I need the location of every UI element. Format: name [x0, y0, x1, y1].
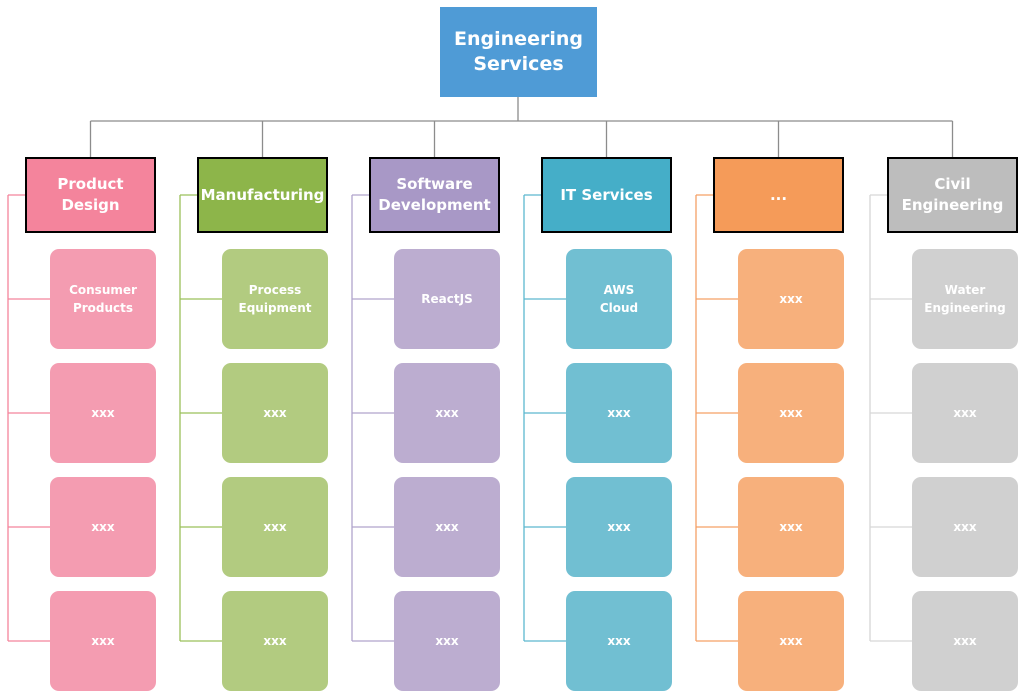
branch-software-development: Software Development [369, 157, 500, 233]
leaf-node: ReactJS [394, 249, 500, 349]
leaf-node: xxx [222, 591, 328, 691]
leaf-node: Process Equipment [222, 249, 328, 349]
branch-more: ... [713, 157, 844, 233]
leaf-node: xxx [566, 477, 672, 577]
branch-product-design: Product Design [25, 157, 156, 233]
leaf-node: xxx [222, 363, 328, 463]
leaf-node: xxx [50, 363, 156, 463]
leaf-node: xxx [50, 477, 156, 577]
leaf-node: xxx [738, 249, 844, 349]
leaf-node: xxx [738, 591, 844, 691]
leaf-node: xxx [912, 591, 1018, 691]
leaf-node: xxx [394, 477, 500, 577]
branch-manufacturing: Manufacturing [197, 157, 328, 233]
leaf-node: xxx [50, 591, 156, 691]
branch-civil-engineering: Civil Engineering [887, 157, 1018, 233]
root-node-engineering-services: Engineering Services [440, 7, 597, 97]
leaf-node: xxx [394, 363, 500, 463]
leaf-node: xxx [738, 363, 844, 463]
leaf-node: xxx [566, 363, 672, 463]
leaf-node: xxx [394, 591, 500, 691]
leaf-node: xxx [738, 477, 844, 577]
leaf-node: Consumer Products [50, 249, 156, 349]
leaf-node: xxx [912, 363, 1018, 463]
leaf-node: xxx [222, 477, 328, 577]
leaf-node: xxx [912, 477, 1018, 577]
branch-it-services: IT Services [541, 157, 672, 233]
leaf-node: Water Engineering [912, 249, 1018, 349]
leaf-node: AWS Cloud [566, 249, 672, 349]
leaf-node: xxx [566, 591, 672, 691]
